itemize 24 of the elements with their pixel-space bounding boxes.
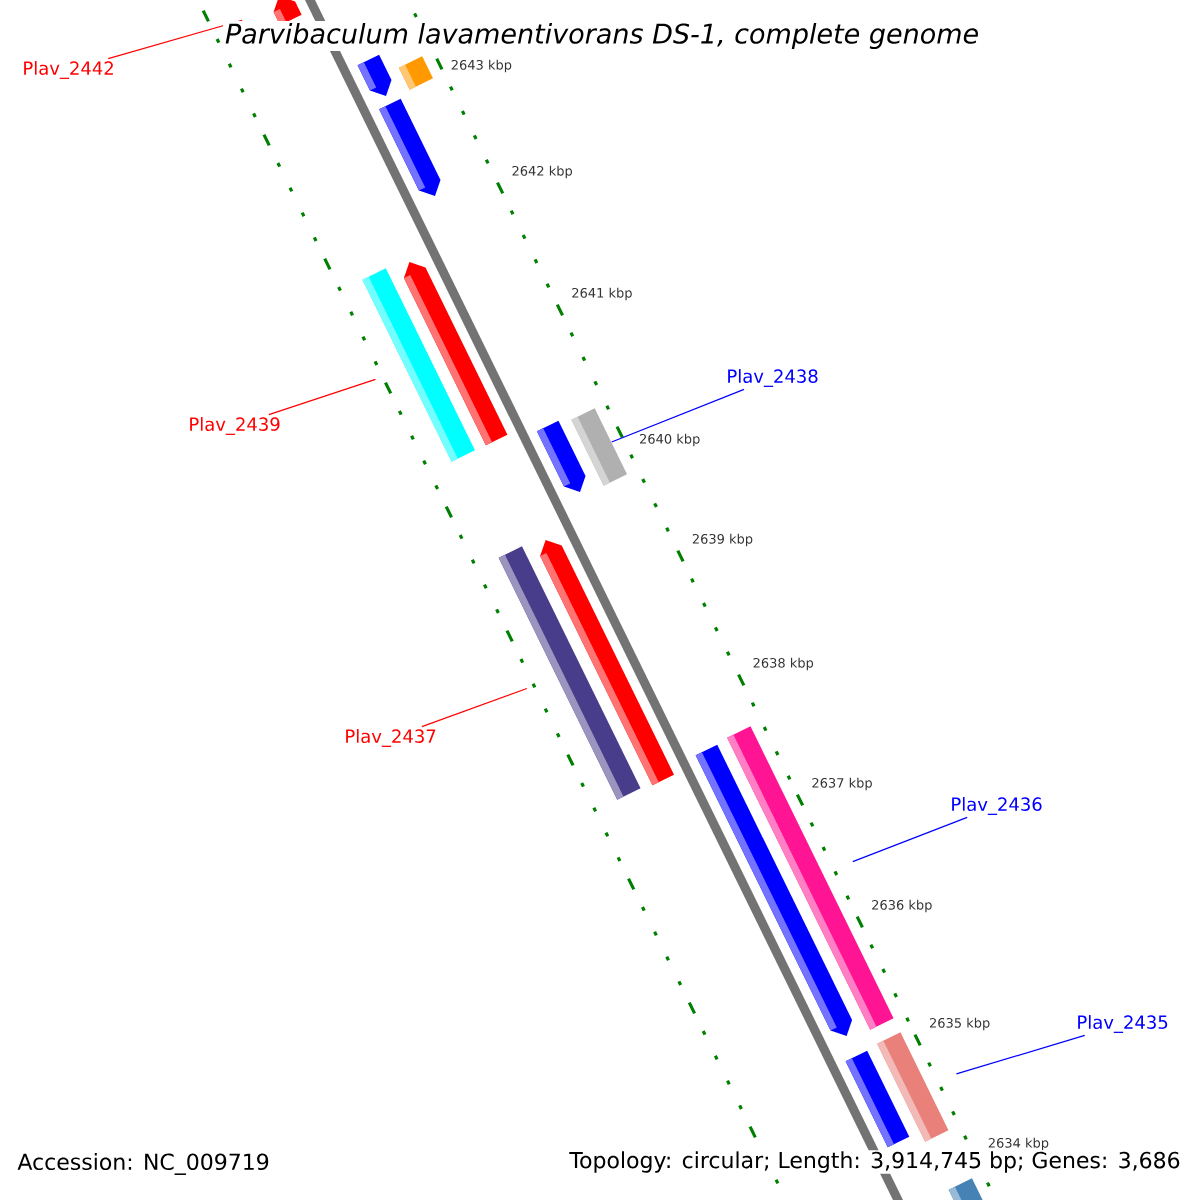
gene-bar bbox=[357, 54, 392, 96]
footer-text: Topology: circular; Length: 3,914,745 bp; Genes: 3,686 bbox=[568, 1150, 1182, 1174]
leader-line bbox=[611, 388, 745, 443]
gene-label: Plav_2436 bbox=[952, 797, 1042, 815]
leader-line bbox=[107, 19, 243, 60]
leader-line bbox=[421, 687, 528, 728]
gene-label: Plav_2438 bbox=[728, 369, 818, 387]
gene-bar bbox=[403, 262, 508, 446]
gene-bar bbox=[571, 408, 628, 486]
gene-bar bbox=[379, 98, 441, 196]
leader-line bbox=[268, 378, 377, 416]
footer-text: Accession: NC_009719 bbox=[16, 1152, 271, 1176]
gene-bar bbox=[877, 1032, 949, 1142]
gene-bar bbox=[398, 56, 433, 90]
gene-bar bbox=[948, 1178, 984, 1200]
gene-label: Plav_2435 bbox=[1078, 1015, 1168, 1033]
gene-bar bbox=[536, 420, 586, 492]
gene-bar bbox=[540, 540, 674, 786]
gene-label: Plav_2439 bbox=[190, 417, 280, 435]
gene-label: Plav_2437 bbox=[346, 729, 436, 747]
leader-line bbox=[955, 1034, 1086, 1075]
leader-line bbox=[852, 816, 968, 863]
gene-label: Plav_2442 bbox=[24, 61, 113, 79]
title: Parvibaculum lavamentivorans DS-1, complete genome bbox=[222, 20, 982, 52]
